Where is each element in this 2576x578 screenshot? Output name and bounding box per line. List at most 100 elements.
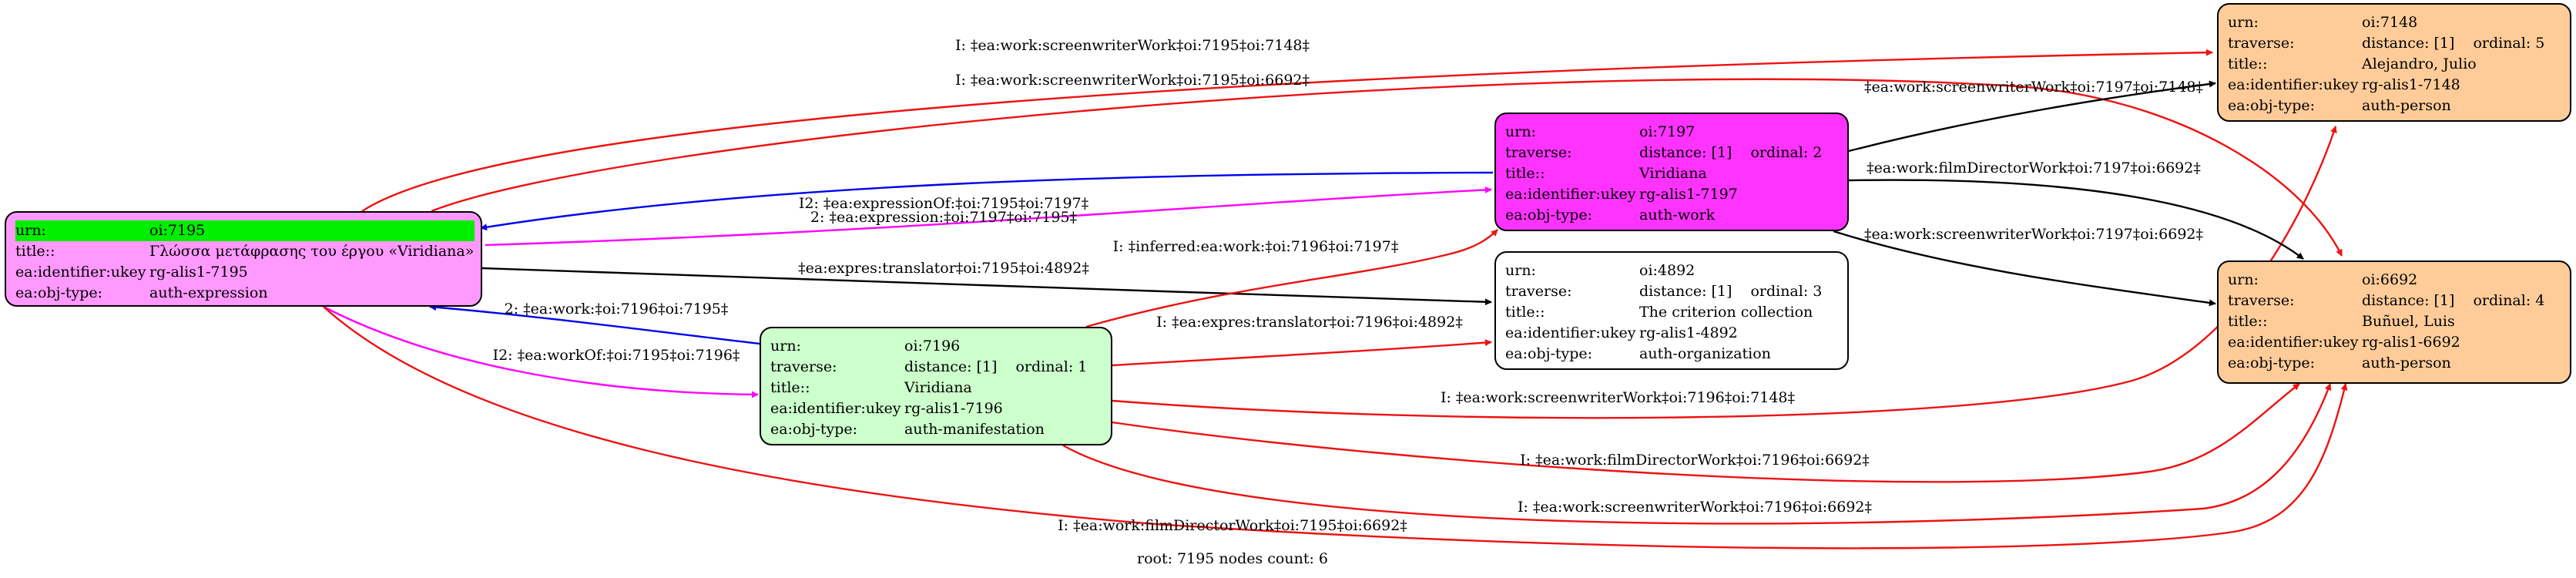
edge-label: 2: ‡ea:work:‡oi:7196‡oi:7195‡: [505, 301, 729, 318]
row-value: oi:7148: [2362, 14, 2418, 31]
row-key: ea:identifier:ukey: [1505, 186, 1636, 203]
node-row: urn:oi:7148: [2228, 12, 2570, 33]
row-key: ea:identifier:ukey: [2228, 334, 2359, 351]
node-row: traverse: distance: [1] ordinal: 5: [2228, 33, 2570, 54]
node-row: ea:obj-type: auth-person: [2228, 96, 2570, 116]
footer-summary: root: 7195 nodes count: 6: [1136, 550, 1329, 567]
node-row: traverse:distance: [1]ordinal: 1: [770, 357, 1111, 378]
node-row: title::Γλώσσα μετάφρασης του έργου «Viri…: [15, 241, 481, 262]
row-value: auth-person: [2362, 97, 2451, 114]
row-key: urn:: [1505, 262, 1536, 279]
node-row: traverse:distance: [1]ordinal: 2: [1505, 143, 1847, 163]
row-value: Viridiana: [904, 379, 972, 396]
row-value-ordinal: ordinal: 3: [1750, 283, 1823, 300]
row-key: ea:obj-type:: [770, 421, 858, 438]
row-key: title::: [1505, 165, 1545, 182]
row-value: oi:4892: [1639, 262, 1696, 279]
node-row: title::Viridiana: [1505, 163, 1847, 184]
row-value: rg-alis1-7197: [1639, 186, 1738, 203]
node-row: title::Viridiana: [770, 378, 1111, 398]
edge-line: [429, 304, 760, 345]
edge-line: [1112, 383, 2300, 483]
row-value: Alejandro, Julio: [2362, 55, 2477, 72]
edge-label: I2: ‡ea:workOf:‡oi:7195‡oi:7196‡: [493, 347, 740, 364]
row-key: ea:identifier:ukey: [1505, 324, 1636, 341]
edge-label: ‡ea:work:screenwriterWork‡oi:7197‡oi:714…: [1864, 79, 2203, 96]
row-key: urn:: [15, 222, 46, 239]
edge-line: [323, 306, 2348, 549]
edge-label: 2: ‡ea:expression:‡oi:7197‡oi:7195‡: [810, 209, 1077, 226]
row-value: rg-alis1-7196: [904, 400, 1003, 417]
row-key: ea:obj-type:: [2228, 355, 2316, 371]
row-key: traverse:: [2228, 35, 2295, 52]
edge-label: I: ‡ea:work:screenwriterWork‡oi:7196‡oi:…: [1441, 389, 1795, 406]
edge-line: [481, 267, 1492, 306]
row-key: urn:: [2228, 271, 2259, 288]
edge-label: I: ‡ea:work:screenwriterWork‡oi:7196‡oi:…: [1518, 499, 1872, 516]
node-row: ea:obj-type:auth-expression: [15, 283, 481, 304]
row-key: title::: [2228, 55, 2268, 72]
row-key: title::: [2228, 313, 2268, 330]
row-value-ordinal: ordinal: 2: [1750, 144, 1823, 161]
edge-line: [1112, 339, 1492, 367]
row-value: distance: [1]: [904, 358, 998, 375]
row-value: auth-organization: [1639, 345, 1771, 362]
edge-label: ‡ea:expres:translator‡oi:7195‡oi:4892‡: [798, 260, 1089, 277]
node-row: urn: oi:7195: [15, 220, 475, 241]
row-value-ordinal: ordinal: 1: [1015, 358, 1088, 375]
edge-label: I: ‡ea:work:screenwriterWork‡oi:7195‡oi:…: [955, 72, 1310, 89]
row-value: oi:7197: [1639, 123, 1696, 140]
row-key: ea:obj-type:: [1505, 345, 1593, 362]
node-row: ea:obj-type:auth-manifestation: [770, 419, 1111, 440]
edge-label: I: ‡ea:work:filmDirectorWork‡oi:7196‡oi:…: [1520, 452, 1870, 469]
edge-line: [361, 49, 2213, 213]
edge-label: I2: ‡ea:expressionOf:‡oi:7195‡oi:7197‡: [799, 195, 1088, 212]
edge-label: I: ‡ea:work:filmDirectorWork‡oi:7195‡oi:…: [1058, 517, 1407, 534]
node-row: urn: oi:4892: [1505, 260, 1847, 281]
node-row: urn:oi:7196: [770, 336, 1111, 357]
edge-label: I: ‡inferred:ea:work:‡oi:7196‡oi:7197‡: [1113, 238, 1399, 255]
node-oi-7148: urn:oi:7148 traverse: distance: [1] ordinal…: [2217, 3, 2571, 122]
row-value-ordinal: ordinal: 5: [2473, 35, 2545, 52]
node-row: urn: oi:6692: [2228, 270, 2570, 291]
edge-line: [1833, 230, 2216, 307]
row-value: oi:7195: [149, 222, 206, 239]
row-value: rg-alis1-6692: [2362, 334, 2460, 351]
row-key: title::: [1505, 304, 1545, 321]
row-key: ea:obj-type:: [15, 284, 103, 301]
row-key: ea:identifier:ukey: [770, 400, 901, 417]
node-oi-4892: urn: oi:4892 traverse: distance: [1] ordinal…: [1494, 251, 1849, 370]
row-key: traverse:: [2228, 292, 2295, 309]
row-value: auth-work: [1639, 207, 1716, 223]
row-value: The criterion collection: [1639, 304, 1813, 321]
node-row: title::Buñuel, Luis: [2228, 311, 2570, 332]
row-value: rg-alis1-4892: [1639, 324, 1738, 341]
row-key: title::: [15, 243, 55, 260]
row-value-ordinal: ordinal: 4: [2473, 292, 2545, 309]
row-key: traverse:: [1505, 283, 1572, 300]
edge-label: I: ‡ea:work:screenwriterWork‡oi:7195‡oi:…: [955, 37, 1310, 54]
row-value: distance: [1]: [2362, 35, 2455, 52]
edge-line: [1848, 179, 2304, 260]
node-row: traverse:distance: [1]ordinal: 4: [2228, 291, 2570, 311]
row-value: distance: [1]: [1639, 283, 1732, 300]
edge-line: [323, 305, 759, 398]
row-value: Γλώσσα μετάφρασης του έργου «Viridiana»: [149, 243, 475, 260]
edge-line: [1848, 80, 2216, 153]
edge-line: [480, 171, 1494, 231]
row-key: title::: [770, 379, 810, 396]
edge-label: ‡ea:work:filmDirectorWork‡oi:7197‡oi:669…: [1867, 160, 2201, 176]
node-row: title::The criterion collection: [1505, 302, 1847, 323]
row-value: oi:6692: [2362, 271, 2418, 288]
row-key: ea:obj-type:: [2228, 97, 2316, 114]
row-key: urn:: [770, 338, 801, 355]
